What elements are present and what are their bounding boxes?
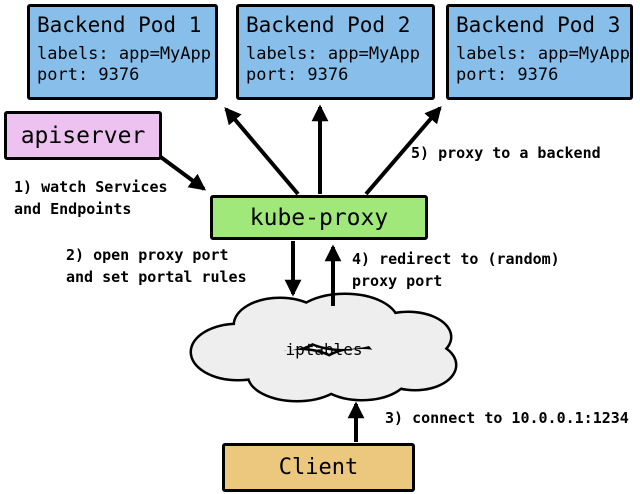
arrow-apiserver-to-kubeproxy <box>156 153 207 191</box>
arrow-kubeproxy-to-pod3 <box>364 106 442 196</box>
backend-pod-2: Backend Pod 2 labels: app=MyApp port: 93… <box>236 4 435 100</box>
step-1-watch-services: 1) watch Services and Endpoints <box>14 178 168 218</box>
apiserver-node: apiserver <box>4 111 162 160</box>
apiserver-label: apiserver <box>20 122 146 149</box>
step-5-proxy-to-backend: 5) proxy to a backend <box>411 144 601 162</box>
backend-pod-1: Backend Pod 1 labels: app=MyApp port: 93… <box>27 4 218 100</box>
pod-labels: labels: app=MyApp <box>456 44 630 64</box>
pod-port: port: 9376 <box>456 65 559 85</box>
step-2-open-proxy-port: 2) open proxy port and set portal rules <box>66 246 247 286</box>
step-3-connect: 3) connect to 10.0.0.1:1234 <box>385 409 629 427</box>
pod-title: Backend Pod 2 <box>246 13 411 37</box>
pod-title: Backend Pod 3 <box>456 13 621 37</box>
client-node: Client <box>222 443 415 492</box>
backend-pod-3: Backend Pod 3 labels: app=MyApp port: 93… <box>446 4 633 100</box>
pod-labels: labels: app=MyApp <box>246 44 420 64</box>
iptables-cloud <box>189 292 458 403</box>
kube-proxy-label: kube-proxy <box>249 204 389 231</box>
pod-title: Backend Pod 1 <box>37 13 202 37</box>
pod-labels: labels: app=MyApp <box>37 44 211 64</box>
arrow-kubeproxy-to-pod1 <box>224 107 300 196</box>
pod-port: port: 9376 <box>37 65 140 85</box>
kube-proxy-node: kube-proxy <box>210 195 428 240</box>
step-4-redirect: 4) redirect to (random) proxy port <box>352 250 560 290</box>
pod-port: port: 9376 <box>246 65 349 85</box>
client-label: Client <box>278 455 359 480</box>
iptables-label: iptables <box>285 340 363 359</box>
